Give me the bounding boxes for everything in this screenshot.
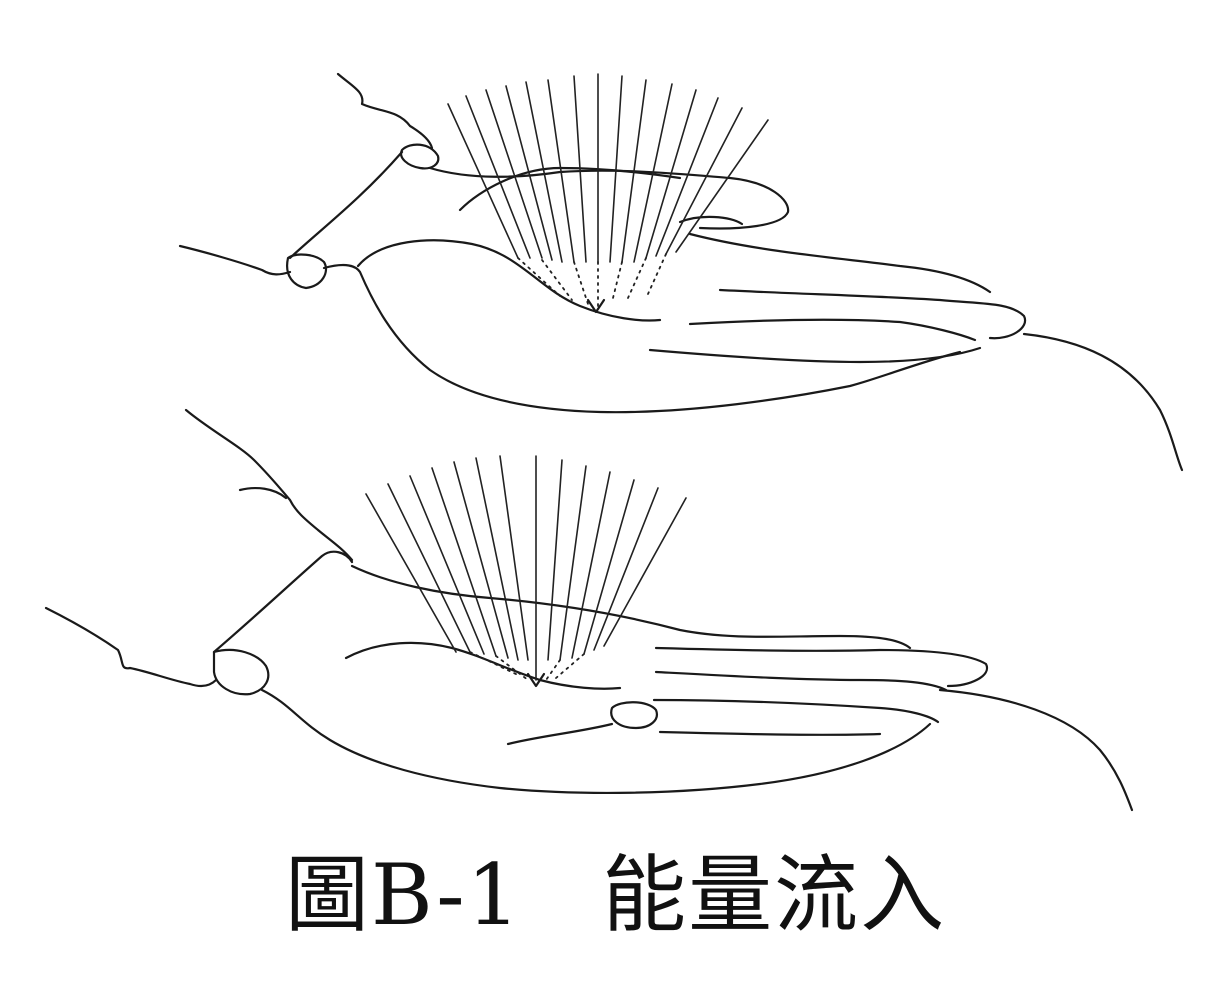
upper-hand-icon [178, 72, 1184, 472]
lower-hand-icon [44, 408, 1134, 812]
upper-energy-rays [447, 73, 769, 314]
figure-caption: 圖B-1 能量流入 [285, 838, 946, 944]
lower-energy-rays [365, 455, 687, 688]
figure-label: 圖B-1 [285, 845, 523, 944]
figure-title: 能量流入 [602, 845, 947, 944]
